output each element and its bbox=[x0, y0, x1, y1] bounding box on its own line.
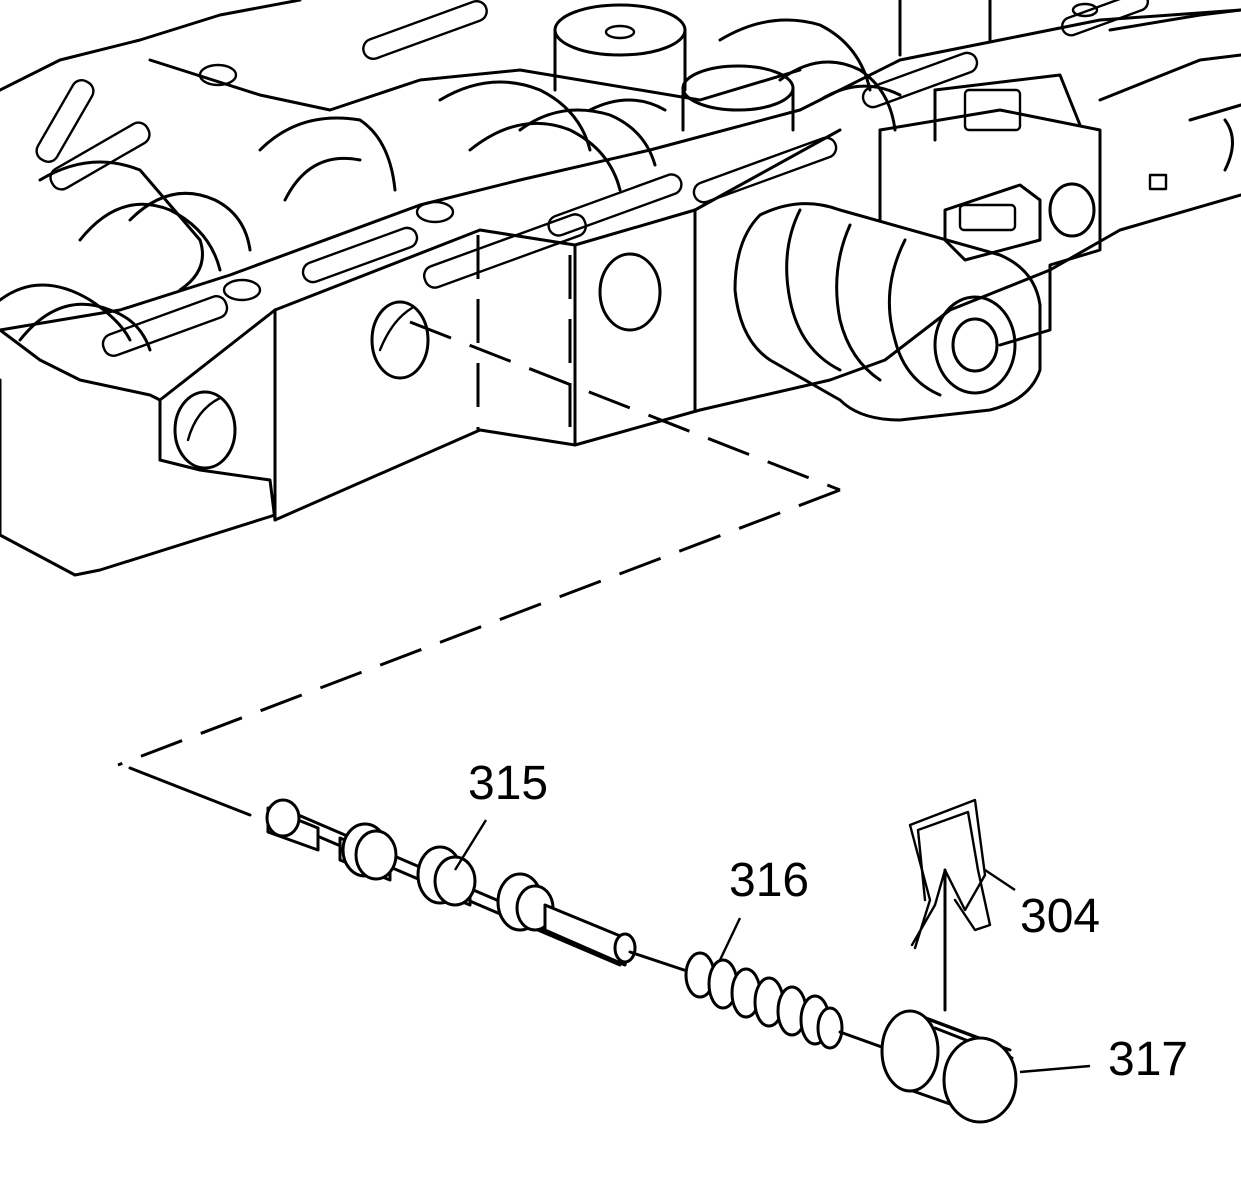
bore-plug-317 bbox=[880, 1009, 1091, 1124]
retainer-clip-304 bbox=[908, 798, 1016, 1012]
callout-317: 317 bbox=[1108, 1033, 1189, 1086]
callout-304: 304 bbox=[1020, 890, 1101, 943]
callout-316: 316 bbox=[729, 854, 810, 907]
valve-spool-315 bbox=[265, 798, 637, 967]
assembly-centerline bbox=[117, 320, 841, 817]
spring-316 bbox=[628, 917, 892, 1052]
callout-315: 315 bbox=[468, 757, 549, 810]
valve-body-assembly bbox=[0, 0, 1241, 577]
